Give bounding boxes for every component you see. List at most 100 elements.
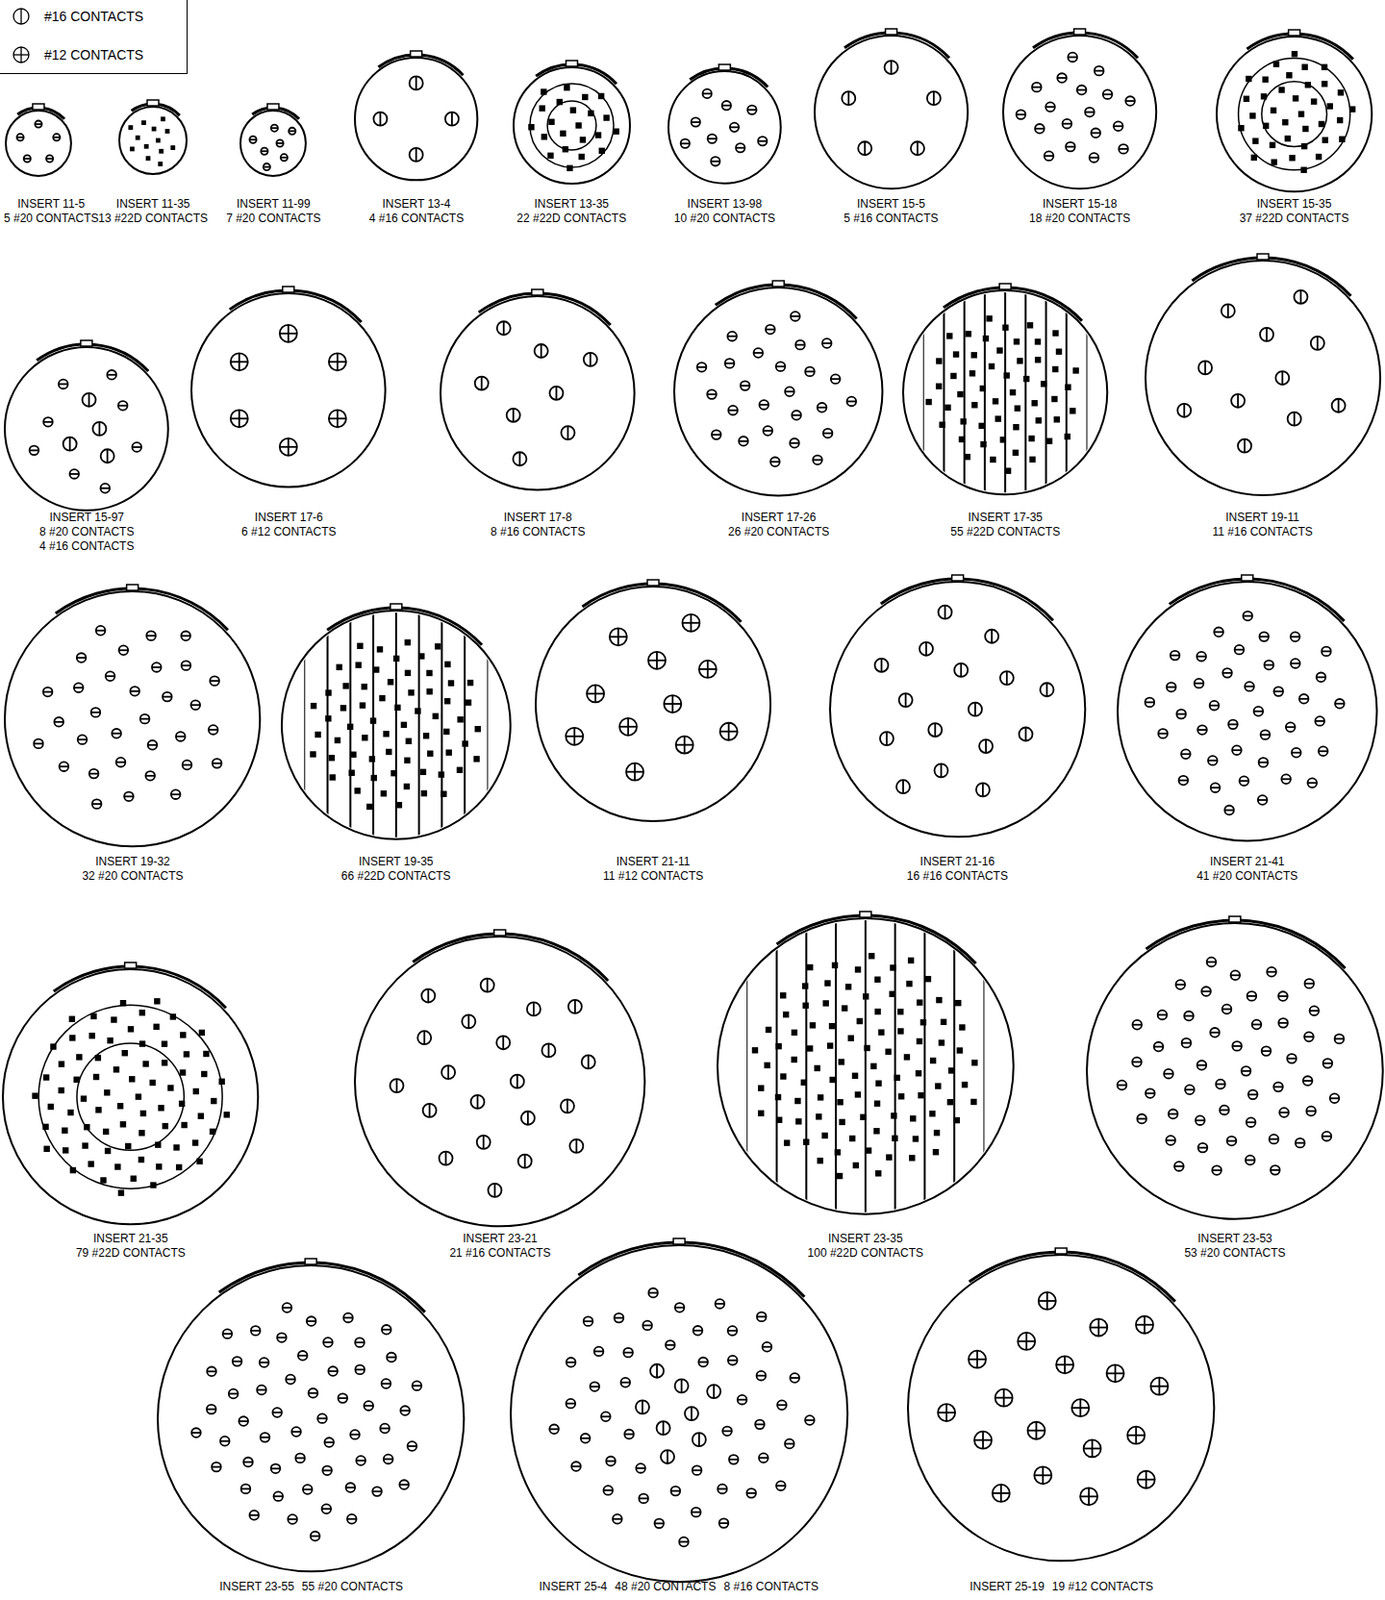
contact-mark [776, 1481, 786, 1491]
contact-mark [650, 1363, 664, 1378]
contact-mark [420, 768, 427, 775]
contact-mark [158, 149, 164, 154]
contact-mark [1309, 1010, 1320, 1013]
contact-mark [220, 1440, 230, 1443]
contact-mark [1064, 384, 1071, 391]
contact-mark [619, 726, 637, 729]
contact-mark [1196, 652, 1207, 662]
contact-mark [50, 1043, 56, 1050]
contact-mark [192, 1432, 202, 1435]
contact-mark [603, 114, 609, 121]
contact-mark [926, 399, 932, 405]
contact-mark [82, 393, 97, 407]
contact-mark [1229, 916, 1241, 923]
contact-mark [938, 1404, 957, 1422]
contact-mark [790, 438, 801, 449]
contact-mark [1270, 159, 1277, 166]
contact-mark [1299, 289, 1302, 303]
contact-mark [116, 757, 126, 768]
contact-mark [58, 1087, 65, 1094]
contact-mark [845, 983, 852, 990]
contact-mark [1295, 1142, 1306, 1145]
contact-mark [1145, 260, 1381, 496]
contact-mark [1278, 992, 1288, 1003]
contact-mark [679, 1379, 682, 1393]
contact-mark [1136, 1114, 1147, 1125]
insert-drawing [808, 35, 974, 191]
contact-mark [355, 1364, 366, 1375]
contact-count: 16 #16 CONTACTS [906, 869, 1008, 884]
contact-mark [682, 622, 701, 625]
contact-mark [880, 658, 882, 673]
contact-mark [13, 47, 29, 63]
contact-mark [1086, 923, 1384, 1220]
contact-mark [412, 1381, 423, 1391]
contact-mark [1145, 697, 1156, 707]
contact-mark [759, 403, 770, 406]
contact-mark [1273, 690, 1284, 693]
contact-mark [141, 121, 147, 126]
insert-circle: INSERT 17-3555 #22D CONTACTS [897, 290, 1113, 556]
contact-count: 4 #16 CONTACTS [39, 539, 134, 554]
contact-mark [418, 1031, 432, 1045]
contact-mark [370, 717, 377, 724]
contact-mark [257, 1385, 268, 1396]
contact-mark [1278, 995, 1288, 998]
contact-mark [698, 1360, 708, 1363]
contact-mark [1014, 405, 1021, 412]
contact-mark [43, 1124, 50, 1131]
contact-mark [1057, 73, 1067, 83]
contact-mark [729, 1459, 739, 1461]
contact-mark [873, 1128, 880, 1134]
contact-mark [593, 1350, 604, 1353]
contact-mark [1231, 393, 1245, 407]
contact-mark [241, 1487, 252, 1490]
contact-mark [96, 626, 106, 636]
contact-mark [698, 1433, 701, 1447]
contact-mark [1300, 167, 1307, 174]
contact-mark [325, 1441, 335, 1444]
insert-caption: INSERT 25-1919 #12 CONTACTS [965, 1580, 1158, 1595]
contact-mark [782, 1011, 789, 1018]
contact-mark [157, 162, 163, 168]
contact-mark [161, 1041, 168, 1048]
contact-mark [427, 750, 433, 756]
contact-mark [789, 1373, 800, 1384]
contact-mark [414, 707, 421, 714]
contact-mark [534, 344, 549, 358]
contact-mark [746, 918, 748, 1215]
contact-mark [207, 1370, 218, 1373]
contact-mark [1163, 1073, 1174, 1076]
contact-mark [561, 146, 568, 152]
contact-mark [74, 683, 84, 694]
contact-mark [1213, 630, 1224, 633]
contact-mark [889, 964, 896, 971]
contact-mark [370, 774, 377, 781]
contact-mark [390, 1079, 404, 1093]
contact-mark [380, 790, 387, 797]
contact-mark [144, 144, 150, 150]
contact-mark [181, 631, 192, 642]
contact-mark [1132, 1061, 1142, 1064]
contact-mark [780, 1073, 786, 1080]
contact-mark [919, 642, 933, 656]
contact-mark [1286, 1054, 1297, 1064]
contact-mark [92, 800, 102, 810]
contact-mark [1073, 368, 1080, 375]
contact-mark [259, 1358, 270, 1368]
contact-mark [1293, 289, 1308, 303]
contact-mark [674, 1379, 688, 1393]
contact-mark [566, 165, 573, 172]
contact-mark [561, 426, 576, 440]
contact-mark [381, 1383, 392, 1385]
insert-name: INSERT 11-5 [3, 197, 99, 212]
contact-mark [428, 1104, 431, 1118]
contact-mark [1145, 701, 1156, 704]
contact-count: 37 #22D CONTACTS [1239, 211, 1350, 227]
contact-mark [1262, 123, 1269, 129]
contact-mark [1183, 1011, 1194, 1022]
contact-mark [1222, 668, 1233, 679]
contact-mark [529, 83, 614, 168]
contact-mark [1089, 156, 1100, 159]
insert-name: INSERT 11-35 [98, 197, 208, 212]
